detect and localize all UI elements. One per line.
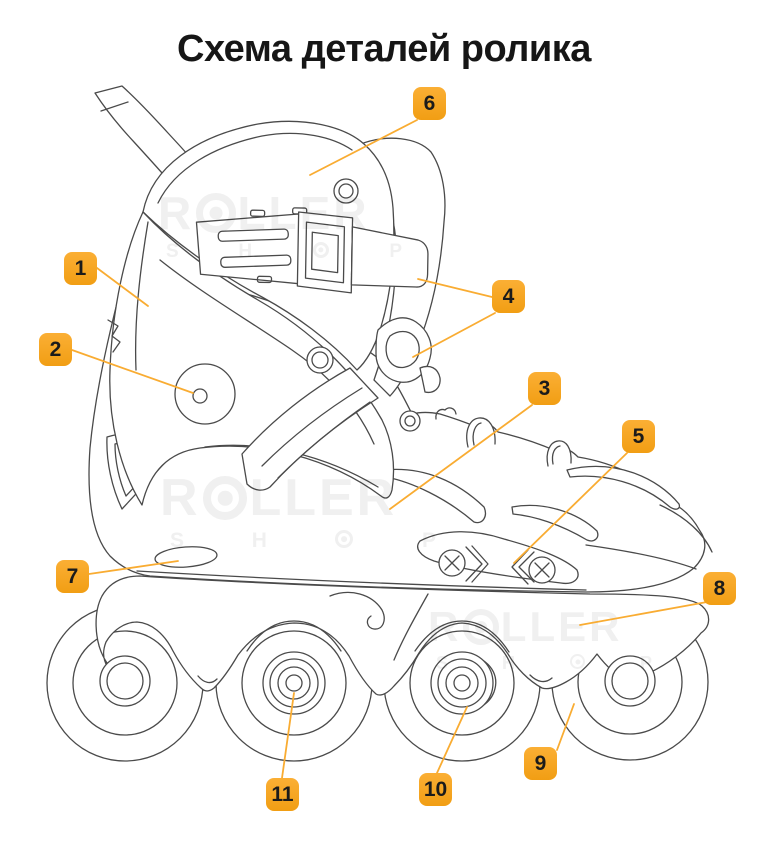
sole-slot	[154, 546, 218, 568]
connector-line-11	[281, 692, 295, 779]
wheel-2-bearing	[262, 651, 326, 715]
part-label-10: 10	[419, 773, 452, 806]
eyelet	[399, 410, 421, 432]
connector-line-3	[389, 404, 533, 510]
frame-wave-cutout	[329, 591, 385, 630]
part-label-7: 7	[56, 560, 89, 593]
chevron-right-icon	[465, 545, 489, 583]
part-label-9: 9	[524, 747, 557, 780]
lace-hook	[546, 440, 572, 467]
sole-seam	[136, 570, 587, 591]
screw-panel	[417, 531, 579, 585]
part-label-3: 3	[528, 372, 561, 405]
eyelet	[306, 346, 334, 374]
screw-icon	[528, 556, 556, 584]
connector-line-1	[96, 267, 149, 307]
connector-line-4	[412, 312, 496, 358]
wheel-icon	[569, 654, 586, 670]
connector-line-6	[309, 119, 418, 176]
wheel-3-bearing	[430, 651, 494, 715]
connector-line-5	[513, 452, 628, 564]
lace-hook	[466, 417, 496, 448]
wheel-icon	[202, 475, 248, 521]
part-label-1: 1	[64, 252, 97, 285]
part-label-11: 11	[266, 778, 299, 811]
hinge-rivet	[174, 363, 236, 425]
connector-line-8	[579, 601, 708, 626]
part-label-6: 6	[413, 87, 446, 120]
wheel-icon	[312, 242, 329, 259]
part-label-2: 2	[39, 333, 72, 366]
micro-buckle	[241, 317, 441, 491]
connector-line-4	[417, 278, 493, 298]
connector-line-9	[556, 703, 575, 751]
design-swoosh-toe	[566, 465, 681, 510]
frame	[95, 575, 710, 715]
lace-bump	[435, 407, 457, 420]
screw-icon	[438, 549, 466, 577]
connector-line-2	[71, 349, 194, 394]
wheel-icon	[196, 193, 236, 233]
connector-line-10	[436, 706, 468, 774]
part-label-5: 5	[622, 420, 655, 453]
connector-line-7	[88, 560, 179, 575]
part-label-4: 4	[492, 280, 525, 313]
frame-tab-detail	[197, 675, 218, 684]
part-label-8: 8	[703, 572, 736, 605]
cuff-rivet	[333, 178, 359, 204]
wheel-icon	[335, 530, 354, 549]
page-title: Схема деталей ролика	[177, 28, 591, 70]
wheel-icon	[463, 608, 500, 646]
